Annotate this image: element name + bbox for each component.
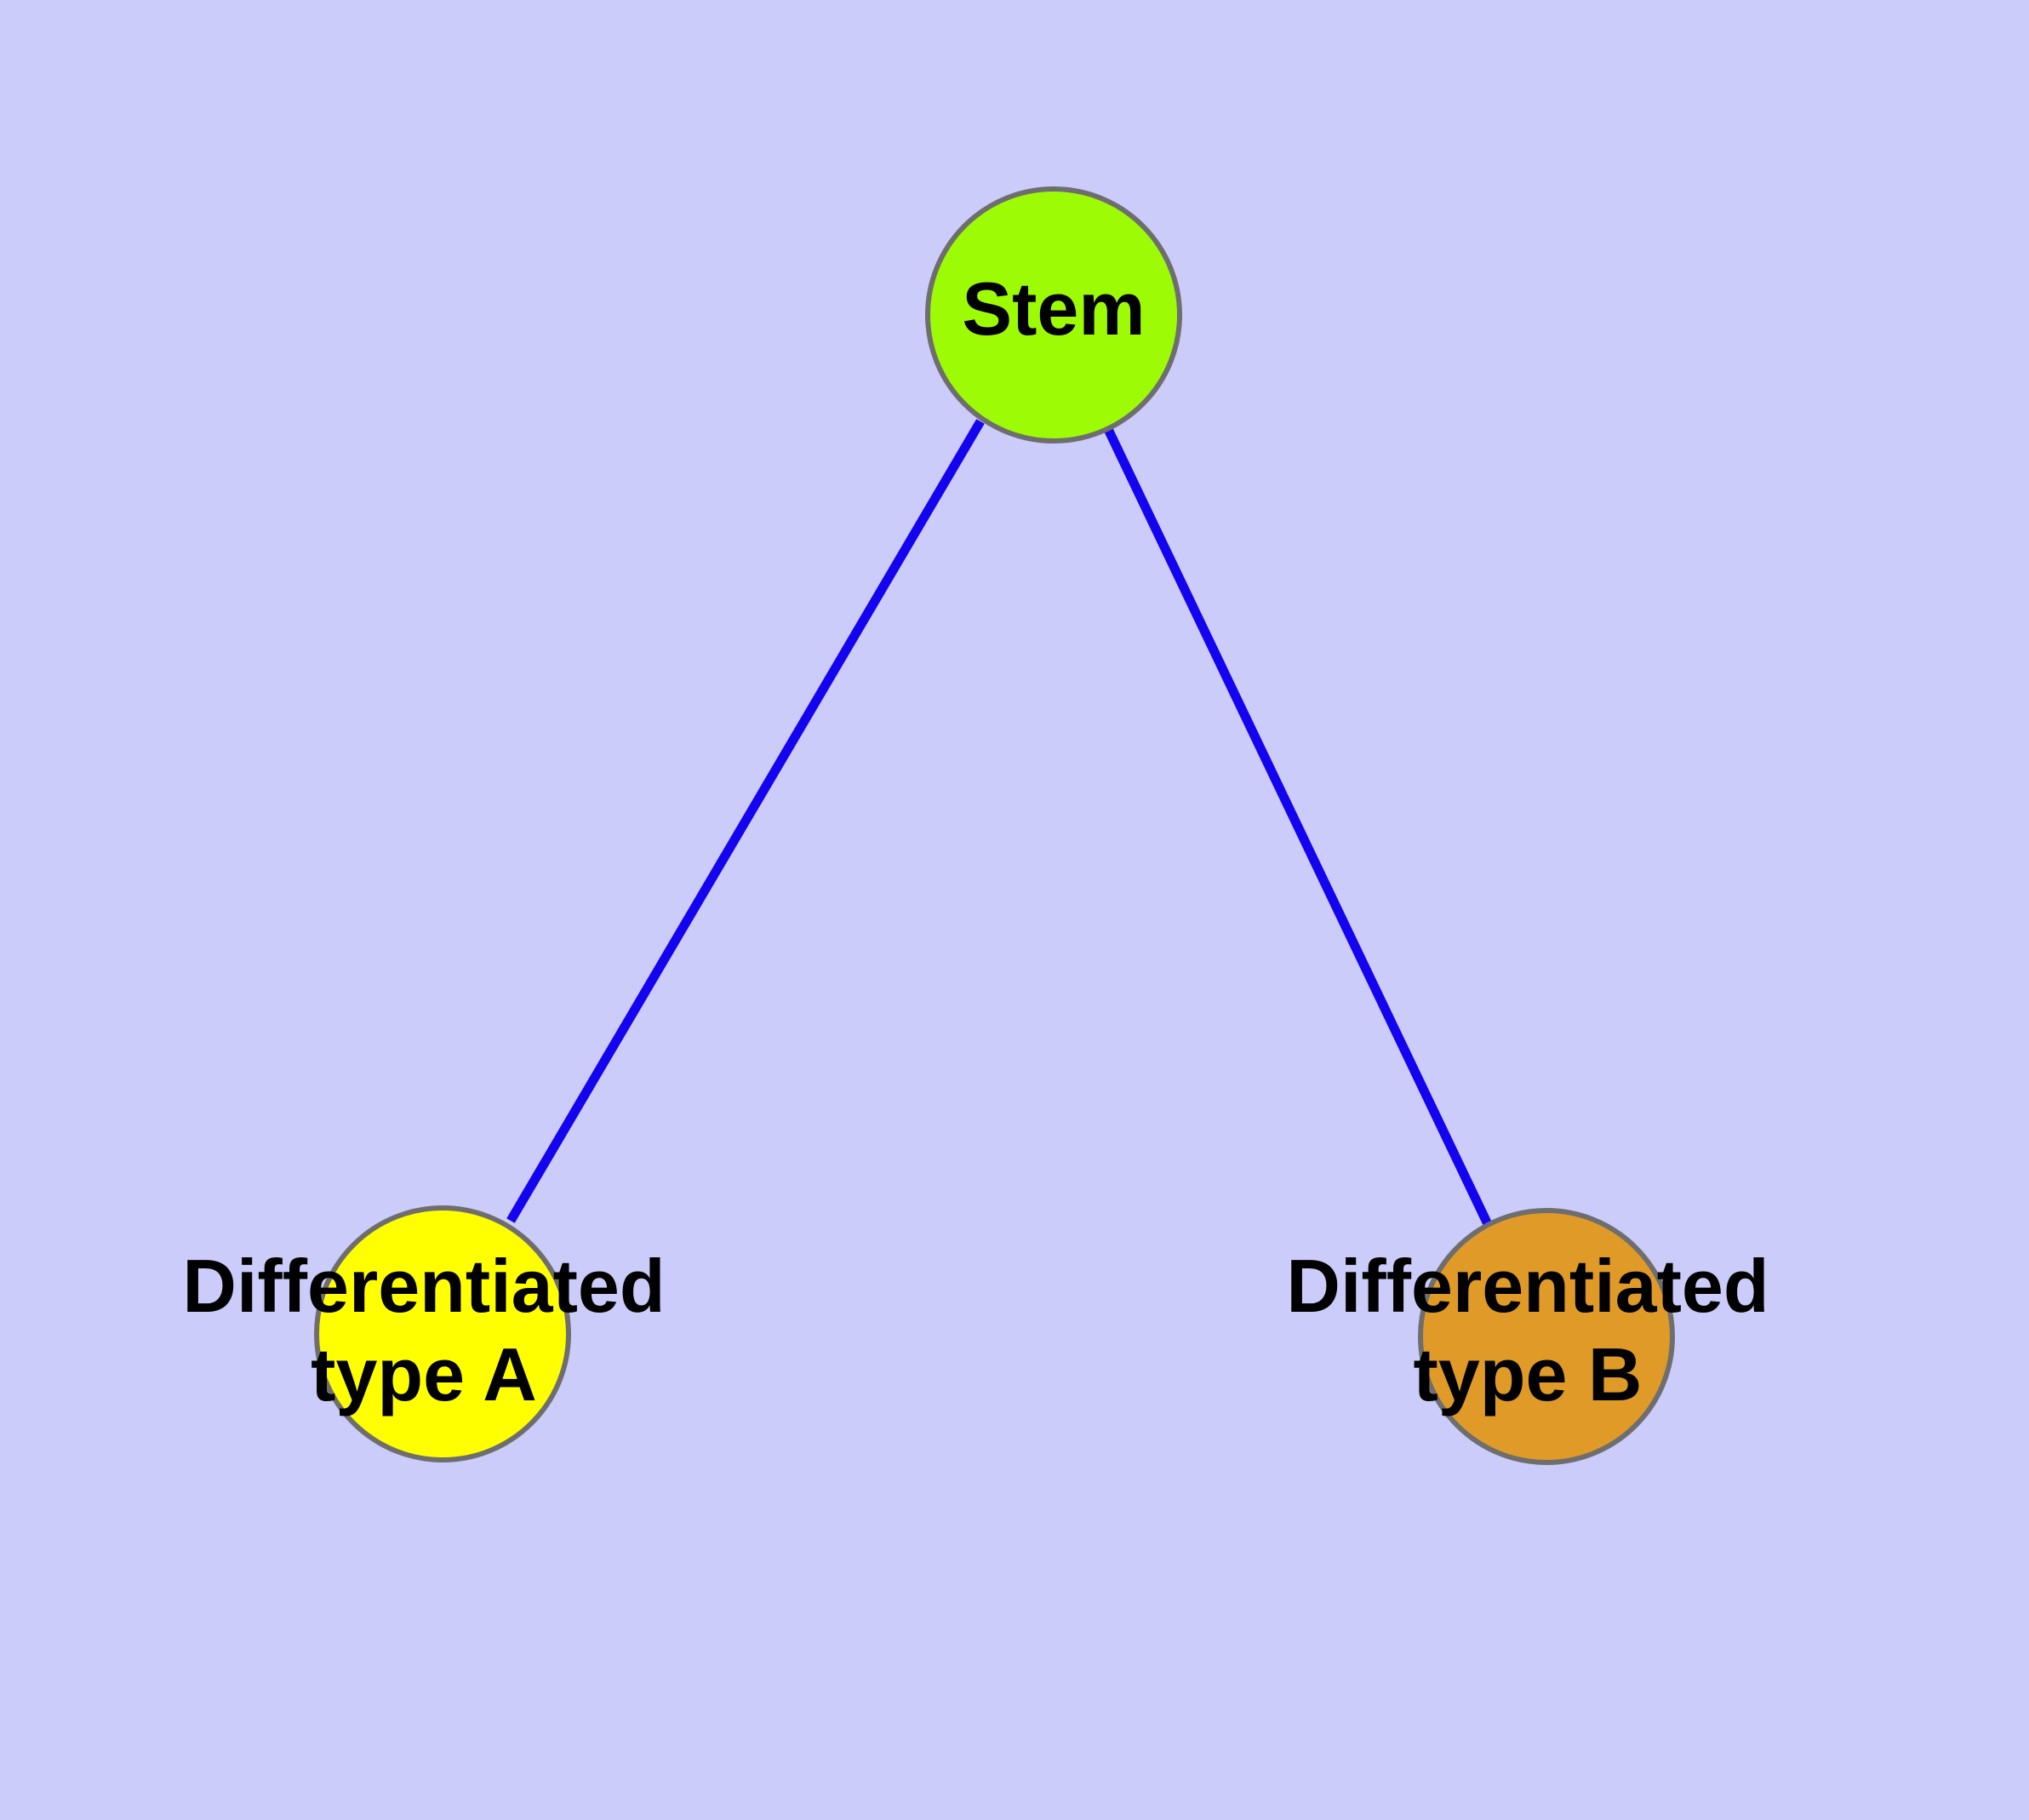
edge-stem-to-differentiated-type-a [506, 419, 985, 1223]
edge-layer [506, 419, 1492, 1227]
node-differentiated-type-b-circle[interactable] [1418, 1208, 1675, 1465]
node-label-line: Differentiated [182, 1244, 665, 1328]
edge-stem-to-differentiated-type-b [1102, 423, 1492, 1227]
node-label-line: type B [1414, 1332, 1643, 1417]
node-stem-label: Stem [962, 266, 1145, 351]
node-differentiated-type-a-circle[interactable] [314, 1205, 571, 1462]
node-label-line: Differentiated [1286, 1244, 1769, 1328]
node-label-line: Stem [962, 266, 1145, 351]
node-label-line: type A [311, 1332, 537, 1417]
node-stem-circle[interactable] [925, 186, 1182, 444]
node-stem[interactable]: Stem [925, 186, 1182, 444]
